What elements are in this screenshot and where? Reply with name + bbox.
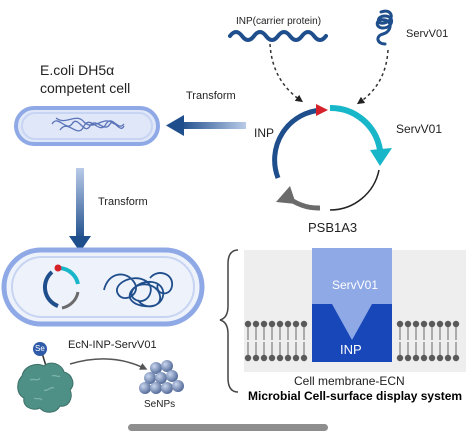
label-ecoli-line2: competent cell [40,80,131,96]
lipid-head [260,320,268,328]
lipid-head [452,354,460,362]
lipid-head [404,354,412,362]
lipid-head [428,320,436,328]
inp-carrier-wave [228,30,328,42]
servv01-protein [17,342,74,413]
bracket-brace [219,249,239,393]
plasmid-gray-arrowhead [276,186,296,204]
cell-chromosome [103,272,173,308]
label-inp-membrane: INP [340,342,362,357]
lipid-head [300,320,308,328]
label-se-atom: Se [35,344,45,353]
ecoli-dna-squiggle [51,117,125,132]
lipid-head [436,320,444,328]
lipid-head [292,354,300,362]
lipid-head [420,354,428,362]
lipid-head [252,354,260,362]
senps-cluster [139,360,184,394]
lipid-head [452,320,460,328]
plasmid-serv-arrowhead [370,148,392,166]
lipid-head [244,320,252,328]
lipid-head [284,320,292,328]
arrow-to-senps [69,358,148,370]
label-inp-carrier: INP(carrier protein) [236,16,322,27]
label-servv01-top: ServV01 [406,28,449,40]
lipid-head [444,320,452,328]
label-transform-vertical: Transform [98,196,148,208]
horizontal-scrollbar[interactable] [128,424,328,431]
lipid-head [260,354,268,362]
lipid-head [436,354,444,362]
plasmid-inp-arc [272,107,323,179]
label-strain-name: EcN-INP-ServV01 [68,339,157,351]
se-atom-circle [33,342,47,356]
label-servv01-membrane: ServV01 [332,278,379,292]
protein-blob [17,362,74,413]
lipid-head [292,320,300,328]
dashed-arrow-serv [356,49,389,105]
cell-plasmid-blue [42,270,59,308]
label-system-title: Microbial Cell-surface display system [248,389,463,403]
label-senps: SeNPs [144,399,176,410]
transform-arrow-horizontal [166,115,246,136]
plasmid-red-marker [316,104,328,116]
lipid-head [268,354,276,362]
cell-plasmid-cyan [59,266,80,285]
lipid-bilayer [244,320,460,362]
lipid-head [244,354,252,362]
lipid-head [300,354,308,362]
lipid-head [268,320,276,328]
plasmid-psb1a3 [272,104,392,211]
label-plasmid-name: PSB1A3 [308,220,358,235]
ecoli-cell [14,106,160,146]
lipid-head [420,320,428,328]
label-ecoli-line1: E.coli DH5α [40,62,115,78]
label-inp-plasmid: INP [254,126,275,140]
lipid-head [276,320,284,328]
plasmid-thin-arc [329,169,380,211]
membrane-display [244,248,466,372]
cell-plasmid-red-marker [54,264,62,272]
plasmid-serv-arc [329,104,383,151]
transform-arrow-vertical [69,168,91,252]
servv01-block [312,248,392,340]
lipid-head [412,354,420,362]
lipid-head [396,354,404,362]
dashed-arrow-inp [269,43,304,103]
lipid-head [444,354,452,362]
lipid-head [276,354,284,362]
lipid-head [404,320,412,328]
lipid-head [252,320,260,328]
lipid-head [396,320,404,328]
lipid-head [428,354,436,362]
lipid-head [284,354,292,362]
servv01-squiggle [375,9,393,46]
lipid-head [412,320,420,328]
ecn-cell [1,247,205,327]
label-cell-membrane: Cell membrane-ECN [294,374,405,388]
cell-plasmid-gray [61,291,80,310]
label-servv01-plasmid: ServV01 [396,122,443,136]
label-transform-horizontal: Transform [186,90,236,102]
